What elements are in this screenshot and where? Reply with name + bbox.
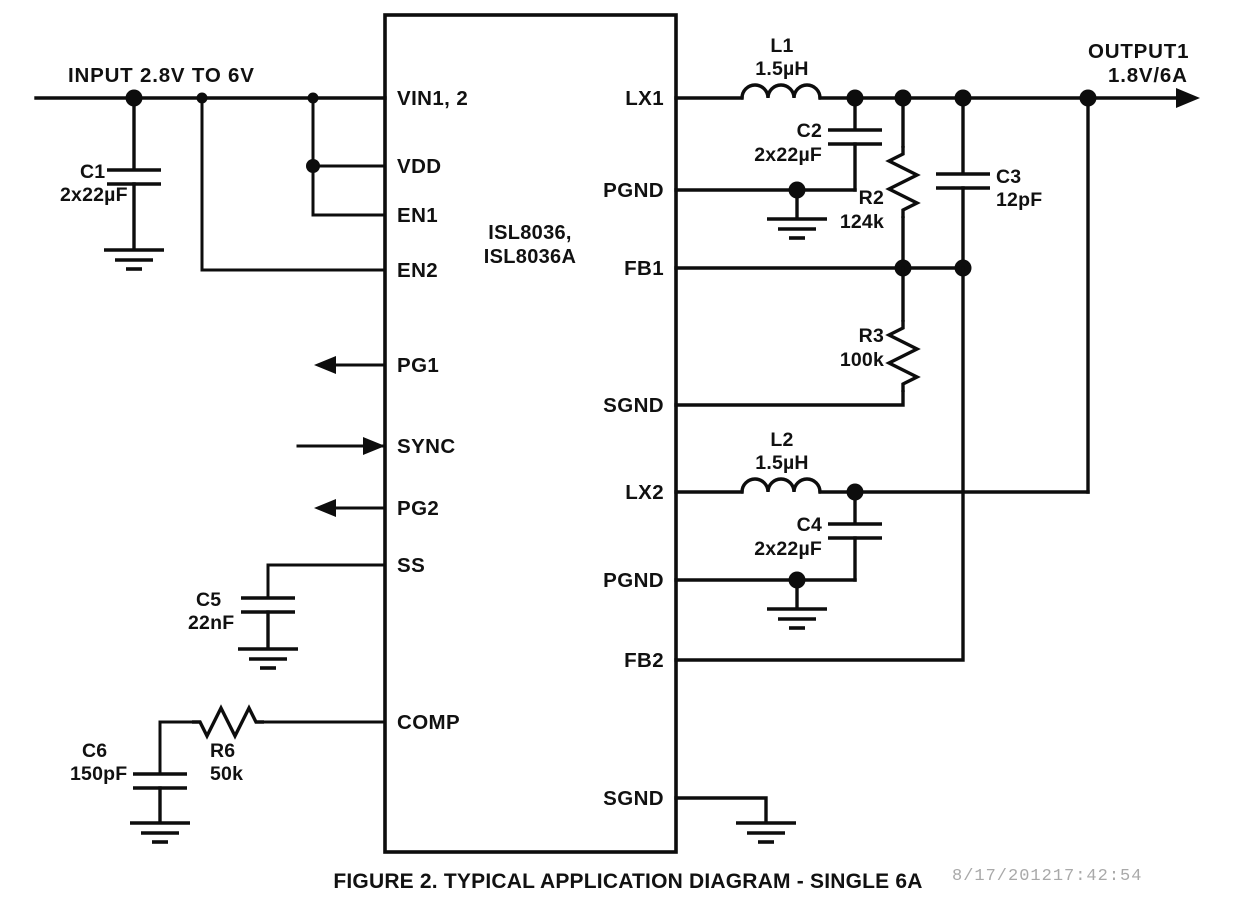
pin-label-sgnd-1: SGND — [603, 394, 664, 417]
c6-ref: C6 — [82, 740, 107, 762]
junction-rail-en2 — [196, 92, 208, 104]
ground-symbol-pgnd2 — [767, 607, 827, 630]
pin-label-comp: COMP — [397, 711, 460, 734]
pin-label-fb1: FB1 — [624, 257, 664, 280]
c3-value: 12pF — [996, 189, 1042, 211]
figure-caption: FIGURE 2. TYPICAL APPLICATION DIAGRAM - … — [333, 870, 922, 893]
pin-label-sgnd-2: SGND — [603, 787, 664, 810]
arrowhead-output1 — [1176, 88, 1200, 108]
r2-ref: R2 — [859, 187, 884, 209]
pin-label-en1: EN1 — [397, 204, 438, 227]
c1-value: 2x22µF — [60, 184, 128, 206]
pin-label-vdd: VDD — [397, 155, 441, 178]
arrowhead-pg2 — [314, 499, 336, 517]
pin-label-fb2: FB2 — [624, 649, 664, 672]
r3-value: 100k — [840, 349, 884, 371]
c2-ref: C2 — [797, 120, 822, 142]
wire-en2 — [200, 96, 387, 272]
wire-en1 — [311, 96, 387, 217]
output1-label-line2: 1.8V/6A — [1108, 64, 1188, 87]
junction-l1-c2 — [846, 89, 864, 107]
c2-value: 2x22µF — [754, 144, 822, 166]
input-rail-label: INPUT 2.8V TO 6V — [68, 64, 255, 87]
r6-ref: R6 — [210, 740, 235, 762]
r3-resistor-zigzag — [885, 320, 921, 392]
wire-ss-c5 — [266, 563, 387, 598]
r6-value: 50k — [210, 763, 243, 785]
c5-ref: C5 — [196, 589, 221, 611]
junction-out1-c3 — [954, 89, 972, 107]
l2-ref: L2 — [770, 429, 793, 451]
wire-r3-sgnd — [674, 390, 905, 407]
c4-ref: C4 — [797, 514, 822, 536]
wire-sgnd2 — [674, 796, 768, 824]
pin-label-en2: EN2 — [397, 259, 438, 282]
c3-ref: C3 — [996, 166, 1021, 188]
pin-label-pgnd-1: PGND — [603, 179, 664, 202]
junction-pgnd1 — [788, 181, 806, 199]
ground-symbol-c5 — [238, 647, 298, 670]
pin-label-vin: VIN1, 2 — [397, 87, 468, 110]
r2-resistor-zigzag — [885, 146, 921, 218]
c1-ref: C1 — [80, 161, 105, 183]
pin-label-pg1: PG1 — [397, 354, 439, 377]
ground-symbol-sgnd2 — [736, 821, 796, 844]
pin-label-ss: SS — [397, 554, 425, 577]
ic-name-line2: ISL8036A — [484, 246, 576, 268]
junction-vdd-en1 — [306, 159, 320, 173]
ground-symbol-c6 — [130, 821, 190, 844]
output1-label-line1: OUTPUT1 — [1088, 40, 1189, 63]
ground-symbol-pgnd1 — [767, 217, 827, 240]
junction-output-bus-top — [1079, 89, 1097, 107]
l1-value: 1.5µH — [755, 58, 808, 80]
l2-inductor-coil — [740, 477, 822, 494]
l1-inductor-coil — [740, 83, 822, 100]
c5-value: 22nF — [188, 612, 234, 634]
l1-ref: L1 — [770, 35, 793, 57]
ic-name-line1: ISL8036, — [488, 222, 572, 244]
c4-value: 2x22µF — [754, 538, 822, 560]
junction-input-c1 — [125, 89, 143, 107]
pin-label-pg2: PG2 — [397, 497, 439, 520]
wire-fb2 — [674, 266, 965, 662]
r2-value: 124k — [840, 211, 884, 233]
c6-value: 150pF — [70, 763, 127, 785]
pin-label-lx1: LX1 — [625, 87, 664, 110]
r3-ref: R3 — [859, 325, 884, 347]
wire-r6-c6 — [158, 720, 194, 774]
junction-out1-r2 — [894, 89, 912, 107]
pin-label-lx2: LX2 — [625, 481, 664, 504]
pin-label-pgnd-2: PGND — [603, 569, 664, 592]
ic-body-rect — [383, 13, 678, 854]
scan-timestamp: 8/17/201217:42:54 — [952, 867, 1142, 886]
junction-pgnd2 — [788, 571, 806, 589]
l2-value: 1.5µH — [755, 452, 808, 474]
r6-resistor-zigzag — [192, 704, 264, 740]
junction-rail-vdd — [307, 92, 319, 104]
pin-label-sync: SYNC — [397, 435, 456, 458]
arrowhead-pg1 — [314, 356, 336, 374]
ground-symbol-c1 — [104, 248, 164, 271]
junction-l2-c4 — [846, 483, 864, 501]
arrowhead-sync — [363, 437, 385, 455]
